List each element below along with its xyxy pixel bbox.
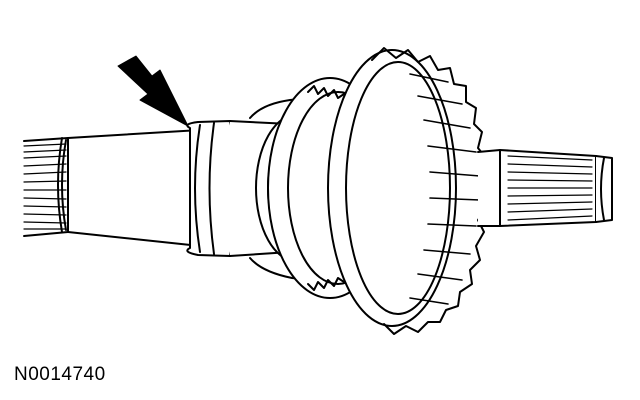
main-shaft bbox=[61, 129, 201, 247]
drive-gear bbox=[327, 47, 487, 335]
left-spline-shaft bbox=[23, 137, 69, 237]
right-spline-shaft bbox=[477, 149, 613, 227]
figure-reference-code: N0014740 bbox=[14, 364, 106, 385]
callout-arrow bbox=[117, 55, 189, 127]
